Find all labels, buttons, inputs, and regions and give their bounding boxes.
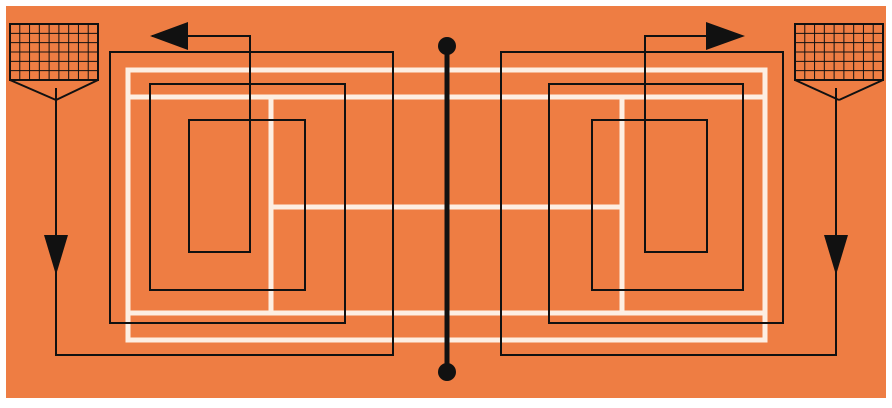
circle-icon xyxy=(438,363,456,381)
circle-icon xyxy=(438,37,456,55)
